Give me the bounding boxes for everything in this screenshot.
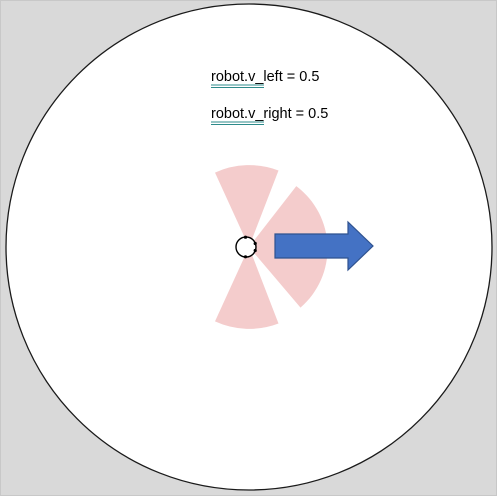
v-left-label: robot.v_left = 0.5 [211, 69, 319, 85]
velocity-labels: robot.v_left = 0.5 robot.v_right = 0.5 [211, 69, 328, 125]
v-right-label: robot.v_right = 0.5 [211, 106, 328, 122]
heading-arrow [274, 220, 374, 272]
robot-wheel-bottom [243, 255, 248, 259]
robot-body [235, 236, 257, 258]
robot-sensor-upper [253, 241, 257, 246]
robot-wheel-top [243, 235, 248, 239]
robot [235, 235, 257, 259]
sensor-cone-lower-left [215, 247, 279, 329]
robot-sensor-lower [253, 248, 257, 253]
sensor-cone-upper-left [215, 165, 279, 247]
